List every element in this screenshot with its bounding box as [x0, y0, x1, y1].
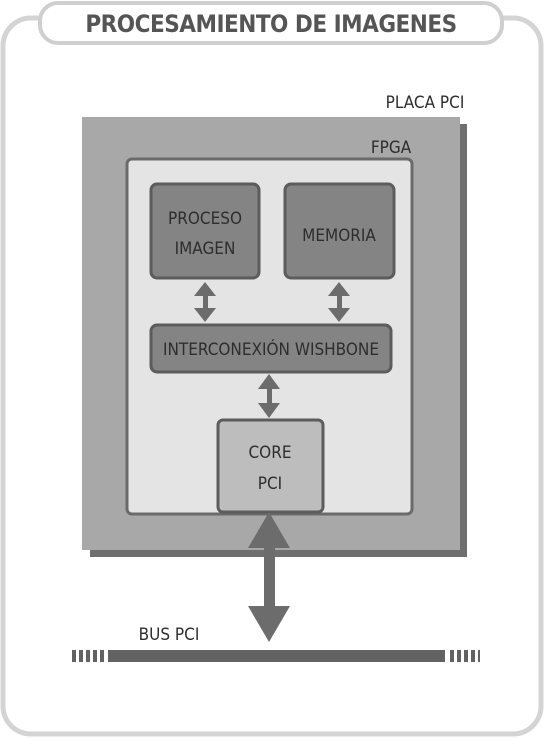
- arrow-wishbone-core: [258, 374, 280, 418]
- bus-pci-label: BUS PCI: [139, 625, 200, 645]
- core-pci-label-line1: CORE: [248, 443, 291, 463]
- proceso-imagen-block: [149, 182, 261, 280]
- memoria-block: [283, 182, 396, 280]
- proceso-imagen-label-line2: IMAGEN: [175, 239, 236, 259]
- arrow-proceso-wishbone: [194, 282, 216, 322]
- arrow-memoria-wishbone: [328, 282, 350, 322]
- proceso-imagen-label-line1: PROCESO: [168, 209, 242, 229]
- title-pill: [38, 1, 504, 45]
- interconexion-wishbone-label: INTERCONEXIÓN WISHBONE: [163, 338, 379, 360]
- fpga-label: FPGA: [371, 138, 412, 158]
- interconexion-wishbone-block: [149, 323, 393, 374]
- page-title: PROCESAMIENTO DE IMAGENES: [85, 10, 456, 38]
- core-pci-label-line2: PCI: [258, 474, 282, 494]
- core-pci-block: [216, 418, 325, 514]
- memoria-label: MEMORIA: [302, 226, 376, 246]
- arrow-core-bus: [248, 512, 290, 642]
- placa-pci-label: PLACA PCI: [386, 93, 465, 113]
- bus-pci-line: [72, 650, 480, 662]
